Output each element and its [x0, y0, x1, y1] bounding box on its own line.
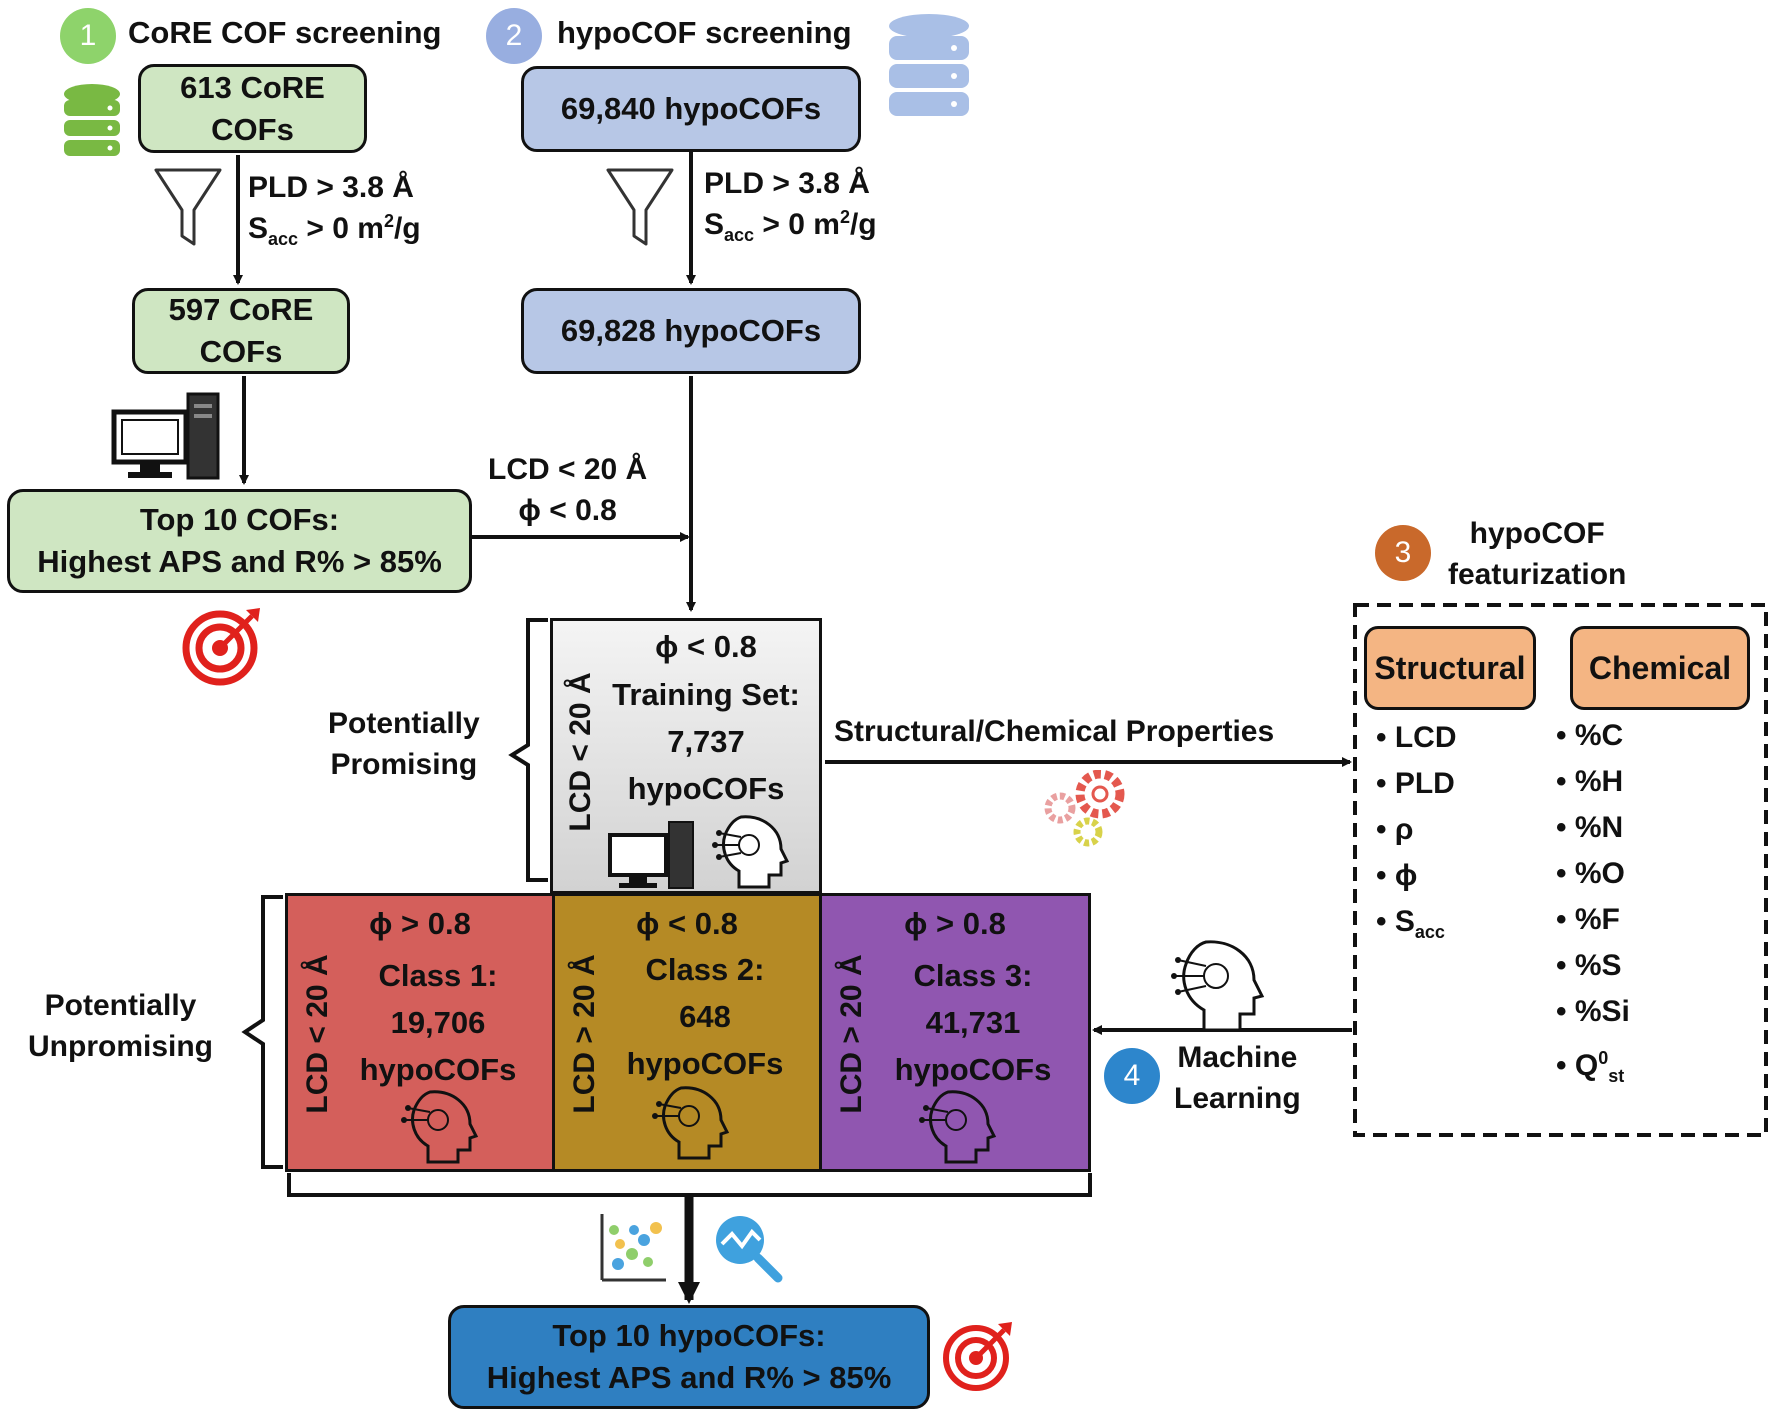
list-item: • PLD [1376, 767, 1455, 800]
computer-icon [111, 392, 220, 480]
step4-badge: 4 [1104, 1048, 1160, 1104]
list-item: • ϕ [1376, 859, 1418, 892]
target-icon [943, 1322, 1012, 1391]
list-item: • Sacc [1376, 905, 1445, 942]
core-filter-criteria: PLD > 3.8 Å Sacc > 0 m2/g [248, 171, 421, 249]
ai-head-icon [919, 1090, 997, 1164]
magnifier-chart-icon [716, 1216, 783, 1283]
step3-title: hypoCOF featurization [1448, 517, 1627, 591]
target-icon [182, 608, 260, 686]
list-item: • %S [1556, 949, 1622, 982]
list-item: • %C [1556, 719, 1624, 752]
list-item: • %H [1556, 765, 1624, 798]
step2-badge: 2 [486, 8, 542, 64]
class2-box: ϕ < 0.8 LCD > 20 Å Class 2: 648 hypoCOFs [552, 893, 822, 1172]
final-top10-box: Top 10 hypoCOFs:Highest APS and R% > 85% [448, 1305, 930, 1409]
list-item: • Q0st [1556, 1048, 1625, 1086]
unpromising-brace [241, 895, 283, 1169]
filter-icon [154, 168, 222, 246]
list-item: • %Si [1556, 995, 1630, 1028]
class3-box: ϕ > 0.8 LCD > 20 Å Class 3: 41,731 hypoC… [819, 893, 1091, 1172]
computer-icon [608, 821, 694, 889]
gears-icon [1044, 770, 1125, 847]
core-box-top10: Top 10 COFs:Highest APS and R% > 85% [7, 489, 472, 593]
list-item: • LCD [1376, 721, 1457, 754]
structural-header: Structural [1364, 626, 1536, 710]
step4-title: Machine Learning [1174, 1041, 1301, 1115]
ai-head-icon [712, 815, 790, 889]
step1-badge: 1 [60, 8, 116, 64]
class1-box: ϕ > 0.8 LCD < 20 Å Class 1: 19,706 hypoC… [285, 893, 555, 1172]
database-icon [889, 14, 969, 116]
transfer-criteria: LCD < 20 Å ϕ < 0.8 [488, 453, 648, 527]
chemical-list: • %C • %H • %N • %O • %F • %S • %Si • Q0… [1556, 713, 1630, 1099]
ai-head-icon [1171, 940, 1265, 1032]
unpromising-label: Potentially Unpromising [28, 989, 213, 1063]
list-item: • %N [1556, 811, 1624, 844]
hypo-box-69840: 69,840 hypoCOFs [521, 66, 861, 152]
structural-list: • LCD • PLD • ρ • ϕ • Sacc [1376, 715, 1457, 955]
ai-head-icon [401, 1090, 479, 1164]
properties-arrow-label: Structural/Chemical Properties [834, 715, 1275, 748]
list-item: • ρ [1376, 813, 1414, 846]
promising-label: Potentially Promising [328, 707, 480, 781]
training-set-box: ϕ < 0.8 LCD < 20 Å Training Set: 7,737 h… [550, 618, 822, 894]
featurization-box [1353, 603, 1768, 1137]
scatter-plot-icon [600, 1214, 666, 1282]
hypo-filter-criteria: PLD > 3.8 Å Sacc > 0 m2/g [704, 167, 877, 245]
step3-badge: 3 [1375, 525, 1431, 581]
list-item: • %O [1556, 857, 1625, 890]
filter-icon [606, 168, 674, 246]
database-icon [64, 84, 120, 156]
ai-head-icon [652, 1086, 730, 1160]
hypo-box-69828: 69,828 hypoCOFs [521, 288, 861, 374]
chemical-header: Chemical [1570, 626, 1750, 710]
promising-brace [508, 618, 548, 882]
step2-title: hypoCOF screening [557, 15, 852, 50]
step1-title: CoRE COF screening [128, 15, 442, 50]
bottom-brace [287, 1173, 1092, 1197]
list-item: • %F [1556, 903, 1620, 936]
